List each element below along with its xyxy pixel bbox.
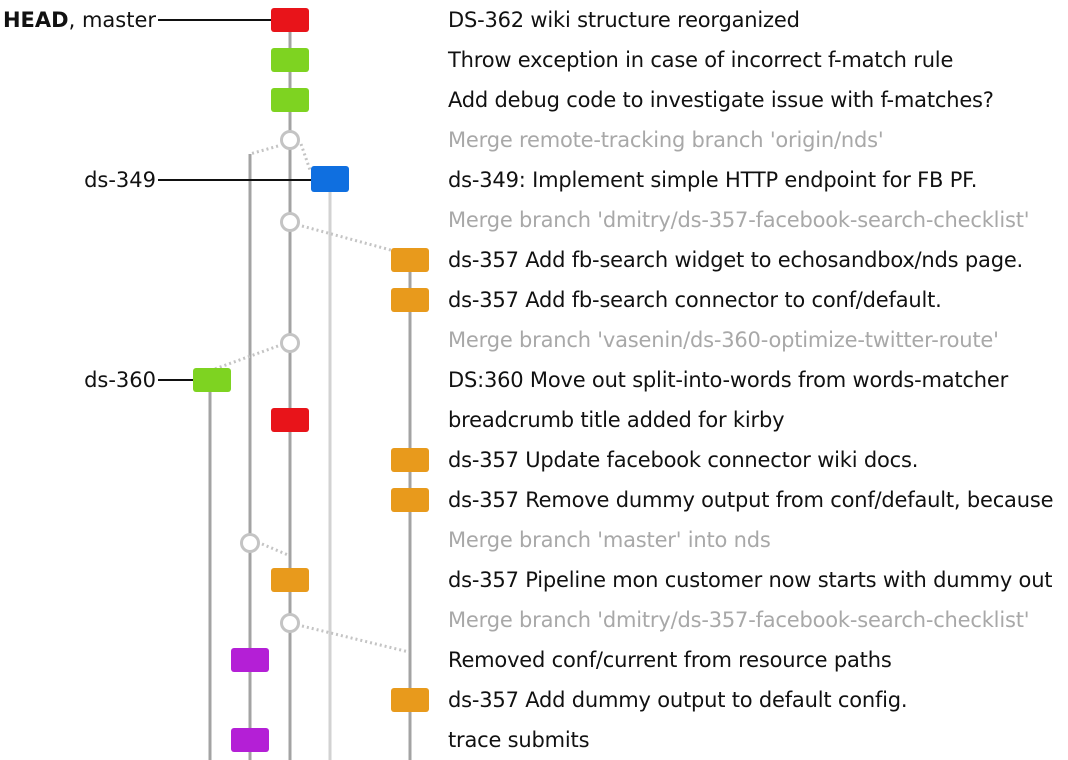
- merge-connector: [301, 624, 410, 654]
- merge-commit-message[interactable]: Merge branch 'dmitry/ds-357-facebook-sea…: [448, 208, 1030, 232]
- commit-node[interactable]: [391, 248, 429, 272]
- merge-commit-node[interactable]: [280, 130, 300, 150]
- commit-node[interactable]: [271, 568, 309, 592]
- commit-node[interactable]: [231, 648, 269, 672]
- commit-node[interactable]: [231, 728, 269, 752]
- head-ref-label: HEAD: [2, 8, 69, 32]
- merge-commit-message[interactable]: Merge remote-tracking branch 'origin/nds…: [448, 128, 884, 152]
- commit-message[interactable]: ds-357 Update facebook connector wiki do…: [448, 448, 919, 472]
- commit-node[interactable]: [391, 488, 429, 512]
- merge-commit-node[interactable]: [280, 333, 300, 353]
- commit-node[interactable]: [271, 48, 309, 72]
- commit-message[interactable]: trace submits: [448, 728, 590, 752]
- commit-message[interactable]: ds-349: Implement simple HTTP endpoint f…: [448, 168, 978, 192]
- merge-commit-message[interactable]: Merge branch 'dmitry/ds-357-facebook-sea…: [448, 608, 1030, 632]
- master-ref-label: , master: [68, 8, 156, 32]
- merge-commit-message[interactable]: Merge branch 'vasenin/ds-360-optimize-tw…: [448, 328, 999, 352]
- commit-node[interactable]: [271, 8, 309, 32]
- commit-node[interactable]: [311, 166, 349, 192]
- merge-connector: [211, 344, 279, 372]
- commit-message[interactable]: DS-362 wiki structure reorganized: [448, 8, 800, 32]
- merge-commit-node[interactable]: [280, 212, 300, 232]
- merge-commit-node[interactable]: [280, 613, 300, 633]
- commit-node[interactable]: [271, 408, 309, 432]
- commit-message[interactable]: ds-357 Add dummy output to default confi…: [448, 688, 908, 712]
- merge-connector: [261, 542, 289, 557]
- commit-message[interactable]: ds-357 Add fb-search widget to echosandb…: [448, 248, 1024, 272]
- merge-connector: [249, 144, 279, 156]
- commit-node[interactable]: [391, 288, 429, 312]
- merge-commit-node[interactable]: [240, 533, 260, 553]
- commit-message[interactable]: Removed conf/current from resource paths: [448, 648, 892, 672]
- ref-label-head-master[interactable]: HEAD, master: [3, 7, 156, 33]
- commit-message[interactable]: ds-357 Pipeline mon customer now starts …: [448, 568, 1053, 592]
- commit-message[interactable]: ds-357 Add fb-search connector to conf/d…: [448, 288, 942, 312]
- merge-connector: [299, 143, 312, 171]
- commit-node[interactable]: [193, 368, 231, 392]
- commit-message[interactable]: DS:360 Move out split-into-words from wo…: [448, 368, 1009, 392]
- commit-node[interactable]: [271, 88, 309, 112]
- commit-message[interactable]: breadcrumb title added for kirby: [448, 408, 785, 432]
- commit-node[interactable]: [391, 688, 429, 712]
- commit-node[interactable]: [391, 448, 429, 472]
- merge-commit-message[interactable]: Merge branch 'master' into nds: [448, 528, 771, 552]
- commit-message[interactable]: ds-357 Remove dummy output from conf/def…: [448, 488, 1054, 512]
- merge-connector: [301, 224, 399, 254]
- ref-label-ds-349[interactable]: ds-349: [84, 168, 156, 192]
- ref-label-ds-360[interactable]: ds-360: [84, 368, 156, 392]
- commit-message[interactable]: Throw exception in case of incorrect f-m…: [448, 48, 954, 72]
- commit-message[interactable]: Add debug code to investigate issue with…: [448, 88, 994, 112]
